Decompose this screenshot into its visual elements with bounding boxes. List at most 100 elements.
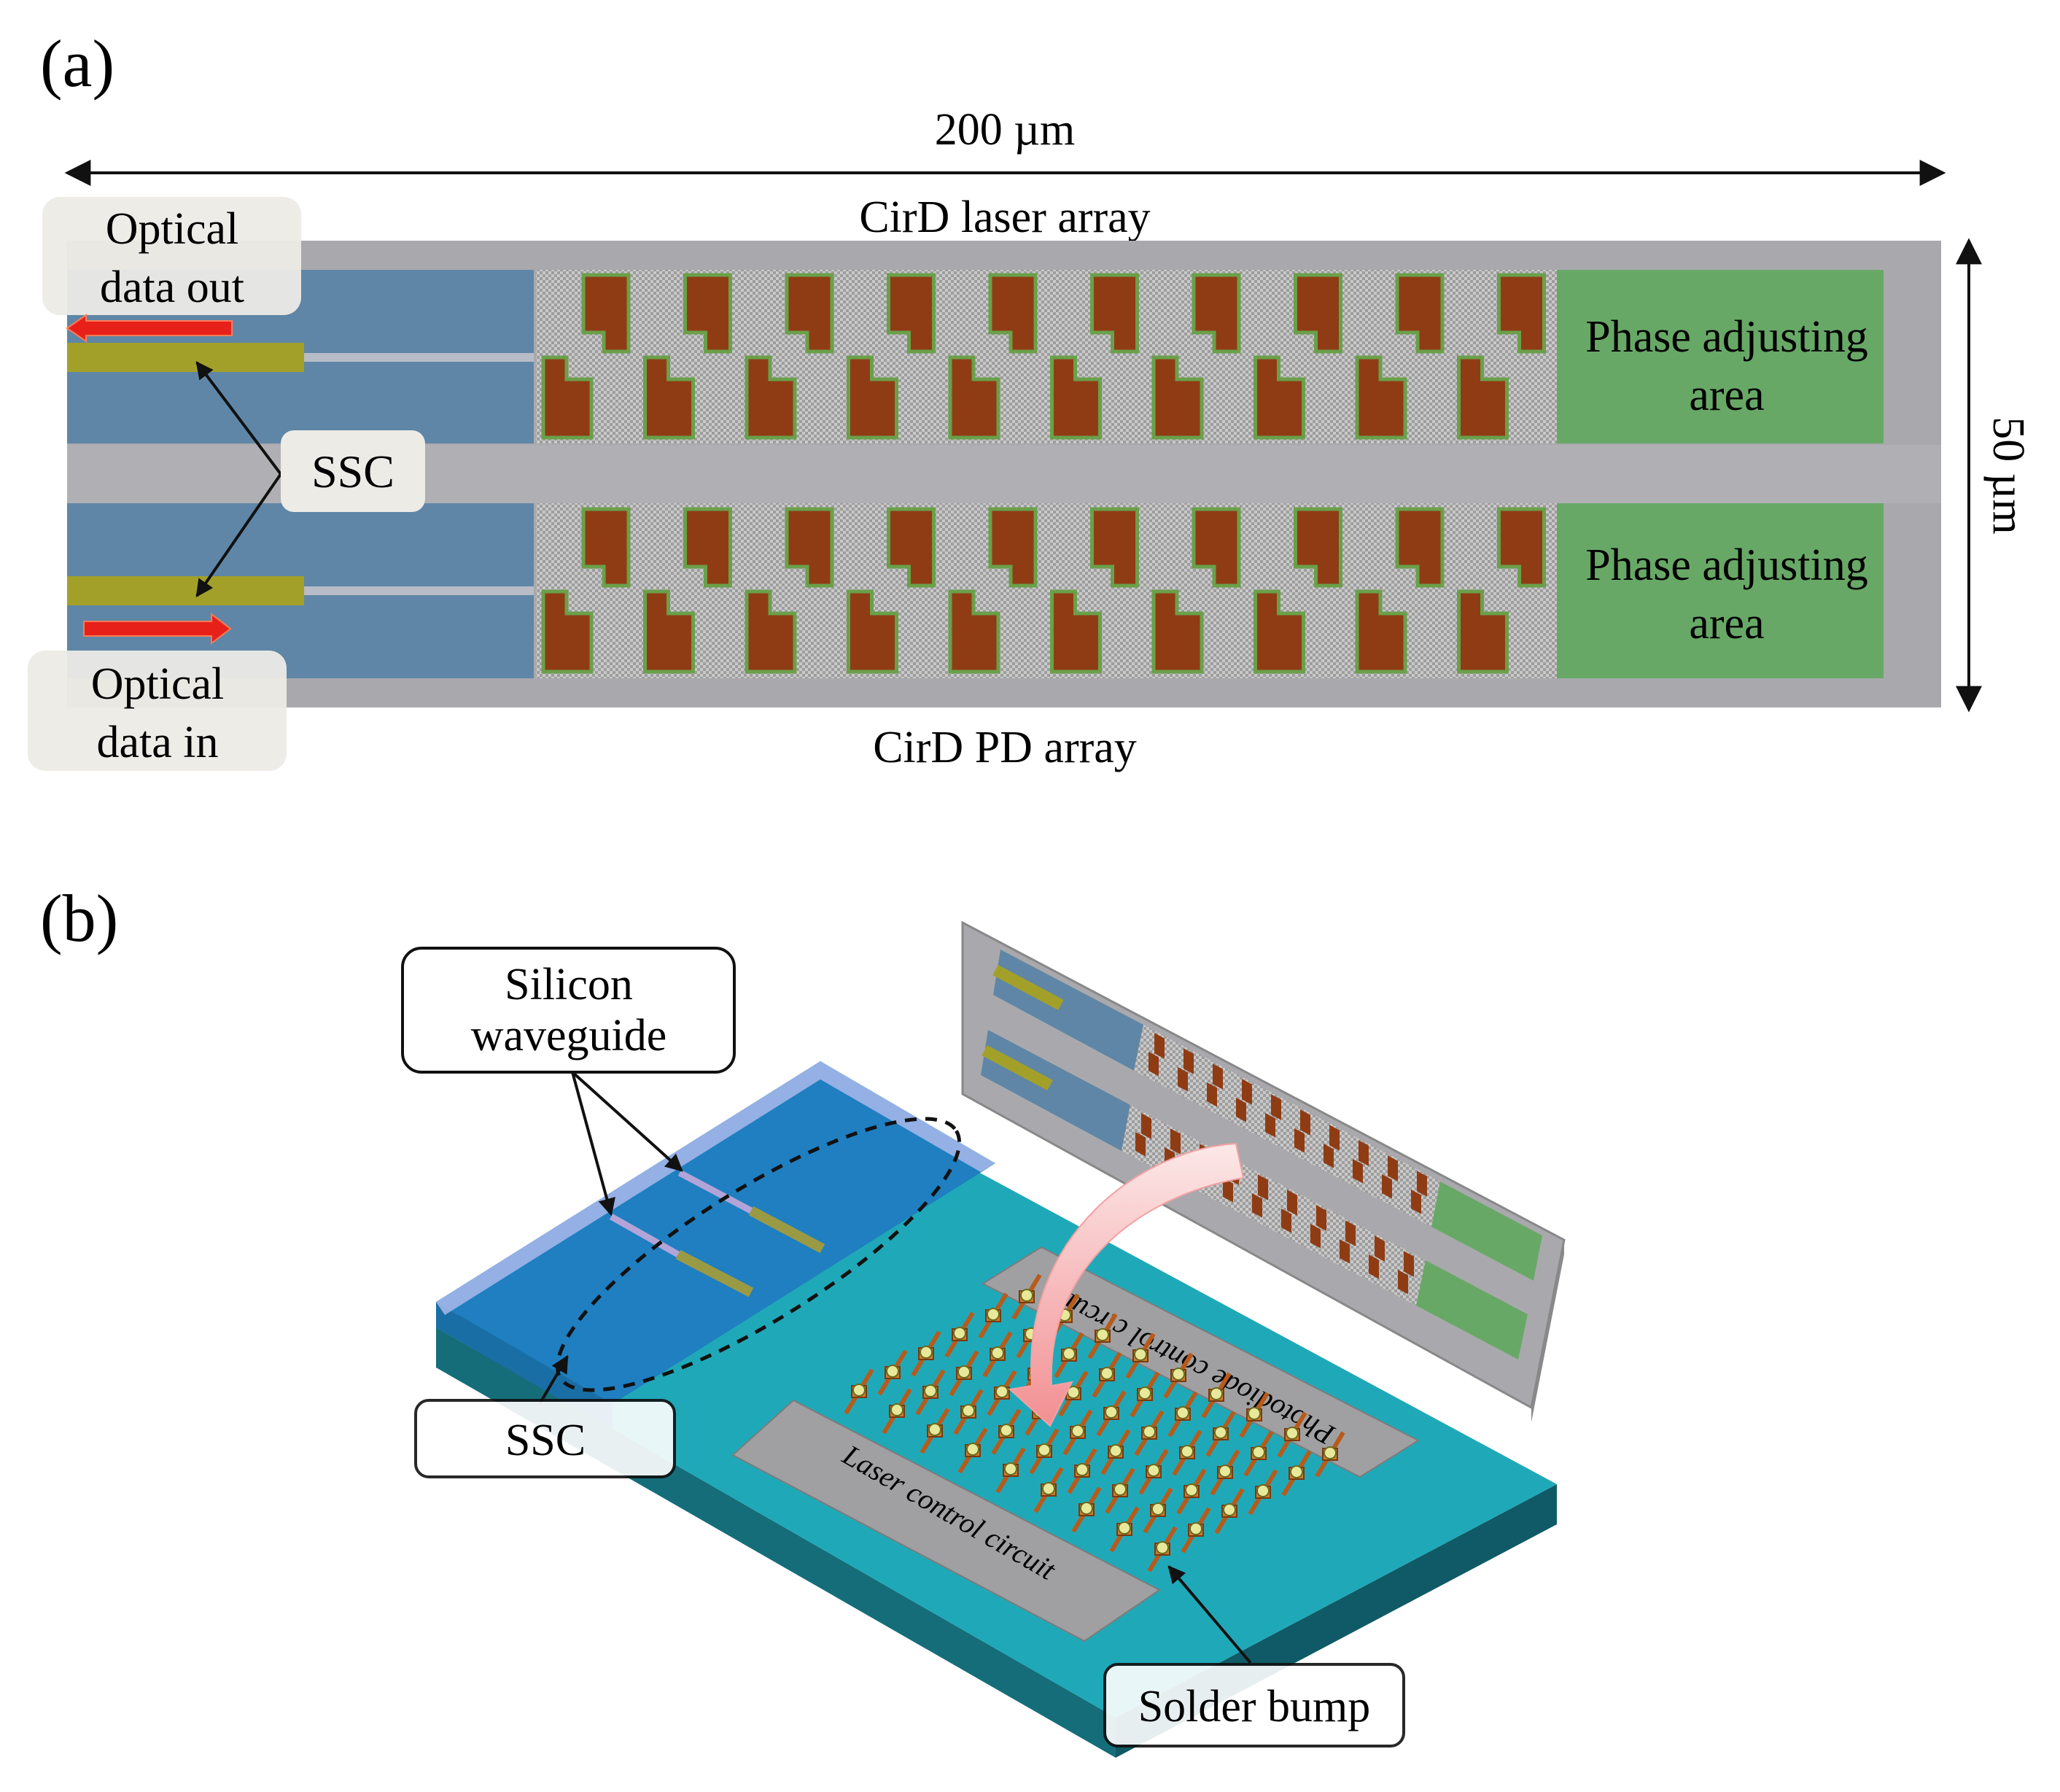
solder-bump [920,1346,933,1359]
solder-bump [1105,1405,1118,1419]
flipped-cell [1170,1128,1181,1155]
cell-upper [1497,507,1546,588]
flipped-phase-bottom [1416,1260,1528,1359]
solder-bump [1151,1502,1165,1516]
solder-bump [1143,1425,1156,1438]
flipped-cell [1258,1174,1268,1201]
optical-in-label-2: data in [97,718,219,767]
flipped-cell [1340,1238,1350,1264]
solder-bump-label: Solder bump [1138,1682,1371,1731]
ssc-box-b [414,1399,676,1478]
solder-bump [1020,1289,1033,1302]
solder-bump [1223,1503,1236,1516]
solder-bump [890,1403,903,1416]
laser-array-label: CirD laser array [859,193,1150,242]
solder-bump [1185,1483,1198,1497]
solder-bump [1100,1367,1113,1380]
solder-bump [1113,1483,1127,1496]
flipped-cell-marks [1135,1033,1427,1295]
cell-upper [1192,273,1241,354]
ssc-bar-1 [675,1249,754,1298]
flipped-cell [1154,1033,1165,1059]
cell-lower [745,355,797,440]
solder-bump [1176,1406,1189,1419]
solder-bump [1252,1446,1265,1459]
ssc-highlight-ellipse [555,1117,962,1392]
flipped-cell [1345,1220,1356,1246]
solder-bump [1256,1484,1270,1497]
flipped-cell [1236,1098,1246,1122]
pd-cells [541,507,1546,674]
flipped-cell [1135,1131,1146,1157]
solder-bump [1138,1386,1151,1400]
cell-lower [948,355,1000,440]
cell-lower [1254,589,1305,674]
solder-bump [1096,1328,1109,1341]
solder-bump [957,1365,971,1378]
solder-bump [886,1365,899,1378]
flipped-cell [1353,1158,1363,1184]
solder-bump [962,1404,975,1417]
solder-bump [1156,1541,1169,1554]
laser-cells [541,273,1546,440]
cell-lower [1457,589,1509,674]
flipped-cell [1207,1082,1217,1107]
flipped-cell [1375,1236,1385,1262]
solder-bump-box [1103,1663,1405,1748]
optical-out-label-1: Optical [106,204,239,254]
cell-upper [1192,507,1241,588]
flipped-cell [1242,1079,1252,1105]
solder-bump [1286,1427,1299,1440]
flipped-cell [1398,1270,1408,1295]
phase-area-bottom-label-1: Phase adjusting [1585,540,1867,590]
solder-bump [928,1423,941,1436]
flipped-ssc-top [992,964,1064,1011]
laser-control-circuit [731,1399,1161,1642]
flipped-cell [1265,1113,1275,1138]
silicon-layer-edge [436,1302,613,1430]
solder-bump [1076,1463,1089,1476]
optical-out-arrow [66,314,233,343]
ssc-label-a: SSC [311,446,394,497]
cell-lower [1050,355,1102,440]
flipped-cell [1271,1094,1281,1120]
cell-lower [1050,589,1102,674]
cell-upper [581,273,631,354]
solder-bump [1000,1424,1013,1437]
cell-upper [1090,273,1139,354]
panel-b-label: (b) [40,881,118,955]
solder-bump [852,1384,866,1397]
flipped-cells-top [1134,1025,1440,1227]
solder-bump [1062,1347,1076,1360]
cell-upper [683,273,732,354]
solder-bump [1147,1464,1160,1477]
cell-upper [1395,507,1445,588]
cell-lower [643,589,695,674]
optical-in-box [28,651,287,771]
ssc-bottom [67,576,304,605]
cell-lower [745,589,797,674]
flipped-cell [1252,1192,1262,1218]
cell-lower [643,355,695,440]
flipped-cell [1294,1128,1305,1153]
solder-bump [1210,1387,1223,1400]
silicon-waveguide-2 [677,1170,753,1214]
cell-lower [948,589,1000,674]
solder-bump [995,1385,1008,1398]
cell-lower [1151,355,1204,440]
flipped-cell [1300,1109,1310,1136]
solder-bump [1324,1446,1337,1459]
flipped-cell [1382,1174,1392,1199]
flipped-waveguide-bottom [981,1030,1130,1151]
cell-upper [785,273,834,354]
solder-bump [966,1443,979,1456]
cell-upper [1294,273,1342,354]
silicon-waveguide-box [401,947,736,1074]
silicon-waveguide-1 [609,1214,680,1257]
ssc-pointer-b [538,1354,569,1405]
ssc-pointer-bottom [195,473,282,597]
flipped-cell [1223,1178,1233,1203]
cell-upper [785,507,834,588]
cell-upper [1090,507,1139,588]
solder-bump [1071,1424,1084,1438]
